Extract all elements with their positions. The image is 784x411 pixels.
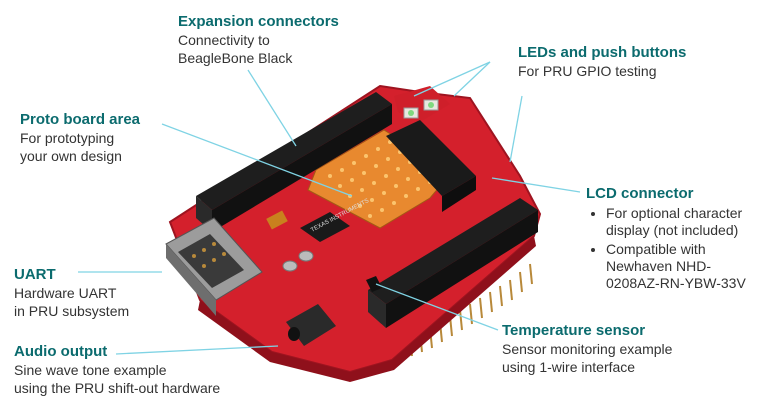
temperature-sensor [366, 276, 382, 292]
callout-desc: Sensor monitoring example using 1-wire i… [502, 341, 673, 375]
lcd-bullet-item: For optional character display (not incl… [606, 205, 776, 239]
push-buttons [403, 99, 439, 119]
callout-uart: UART Hardware UART in PRU subsystem [14, 265, 174, 320]
callout-title: Expansion connectors [178, 13, 339, 30]
lcd-bullet-item: Compatible with Newhaven NHD- 0208AZ-RN-… [606, 241, 776, 292]
callout-desc: Sine wave tone example using the PRU shi… [14, 362, 221, 396]
callout-title: LEDs and push buttons [518, 44, 687, 61]
audio-jack [286, 304, 336, 346]
callout-expansion-connectors: Expansion connectors Connectivity to Bea… [178, 12, 378, 67]
callout-desc: For prototyping your own design [20, 130, 122, 164]
callout-desc: Hardware UART in PRU subsystem [14, 285, 130, 319]
expansion-header-left-side [212, 104, 392, 232]
amber-component [266, 210, 288, 230]
lcd-connector-side [442, 176, 476, 212]
capacitors [282, 250, 314, 272]
callout-title: UART [14, 266, 56, 283]
callout-title: Proto board area [20, 111, 141, 128]
expansion-header-right [368, 198, 538, 304]
callout-desc: For PRU GPIO testing [518, 63, 657, 79]
expansion-header-left [196, 92, 392, 210]
callout-desc: Connectivity to BeagleBone Black [178, 32, 293, 66]
expansion-header-right-side [386, 210, 538, 328]
callout-title: LCD connector [586, 185, 694, 202]
lcd-connector [386, 120, 476, 196]
expansion-header-right-front [368, 290, 386, 328]
callout-title: Temperature sensor [502, 322, 646, 339]
callout-leds-push-buttons: LEDs and push buttons For PRU GPIO testi… [518, 43, 738, 80]
callout-temperature-sensor: Temperature sensor Sensor monitoring exa… [502, 321, 742, 376]
ti-chip [300, 212, 350, 242]
callout-lcd-connector: LCD connector For optional character dis… [586, 184, 776, 294]
callout-title: Audio output [14, 343, 108, 360]
uart-connector [165, 217, 263, 316]
callout-audio-output: Audio output Sine wave tone example usin… [14, 342, 274, 397]
leader-lines [78, 61, 581, 355]
callout-proto-board-area: Proto board area For prototyping your ow… [20, 110, 190, 165]
lcd-bullet-list: For optional character display (not incl… [586, 205, 776, 292]
